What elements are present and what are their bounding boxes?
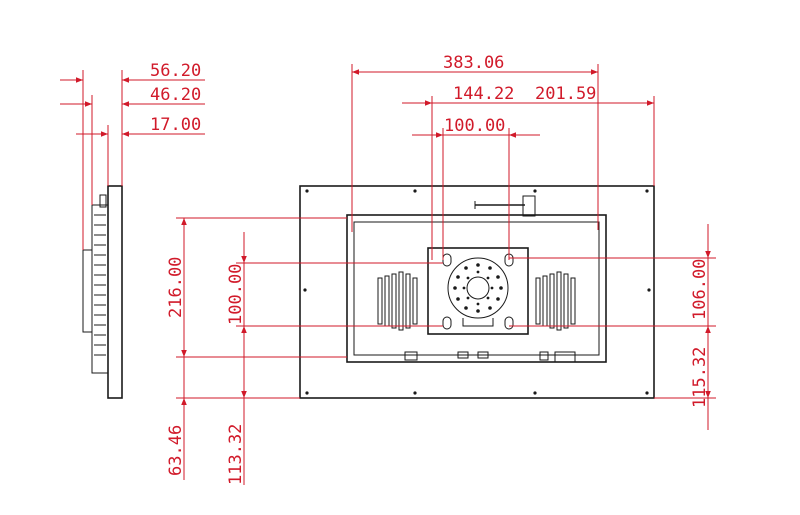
- side-dimensions: 56.20 46.20 17.00: [60, 61, 205, 250]
- dim-vesa-width: 100.00: [444, 116, 505, 136]
- back-view: [299, 185, 655, 399]
- panel-screw-holes: [303, 189, 651, 395]
- vesa-tab: [462, 318, 494, 327]
- dim-bottom-offset-left: 63.46: [166, 425, 186, 476]
- side-vent-ribs: [94, 214, 106, 356]
- dim-body-height: 216.00: [166, 257, 186, 318]
- dim-side-depth-body: 46.20: [150, 85, 201, 105]
- side-view: [82, 185, 123, 399]
- vesa-slot-bl: [442, 316, 452, 330]
- vesa-slot-br: [504, 316, 514, 330]
- dim-side-depth-total: 56.20: [150, 61, 201, 81]
- left-vent-grille: [377, 271, 418, 331]
- dim-vesa-height: 100.00: [226, 264, 246, 325]
- vesa-plate: [427, 247, 529, 335]
- vesa-hole-ring: [453, 263, 503, 313]
- vesa-mount-disc: [447, 257, 509, 319]
- side-body: [91, 204, 109, 374]
- dim-side-bezel: 17.00: [150, 115, 201, 135]
- side-front-glass: [107, 185, 123, 399]
- dim-back-body-width: 383.06: [443, 53, 504, 73]
- right-dimensions: 106.00 115.32: [509, 224, 716, 430]
- right-vent-grille: [535, 271, 576, 331]
- side-antenna-stub: [99, 194, 107, 208]
- dim-vesa-bottom-right: 115.32: [690, 347, 710, 408]
- back-body-inner: [353, 221, 600, 356]
- top-dimensions: 383.06 144.22 201.59 100.00: [351, 53, 655, 260]
- vesa-center-hole: [466, 276, 490, 300]
- vesa-slot-tl: [442, 253, 452, 267]
- dim-vesa-height-right: 106.00: [690, 259, 710, 320]
- antenna: [474, 195, 536, 217]
- dim-vesa-offset-left: 144.22: [453, 84, 514, 104]
- side-bracket: [82, 249, 93, 333]
- dim-vesa-bottom-offset: 113.32: [226, 424, 246, 485]
- front-panel-outline: [299, 185, 655, 399]
- io-ports: [404, 351, 576, 363]
- back-body-outline: [346, 214, 607, 363]
- dim-vesa-offset-right: 201.59: [535, 84, 596, 104]
- left-dimensions: 216.00 63.46 100.00 113.32: [166, 217, 443, 485]
